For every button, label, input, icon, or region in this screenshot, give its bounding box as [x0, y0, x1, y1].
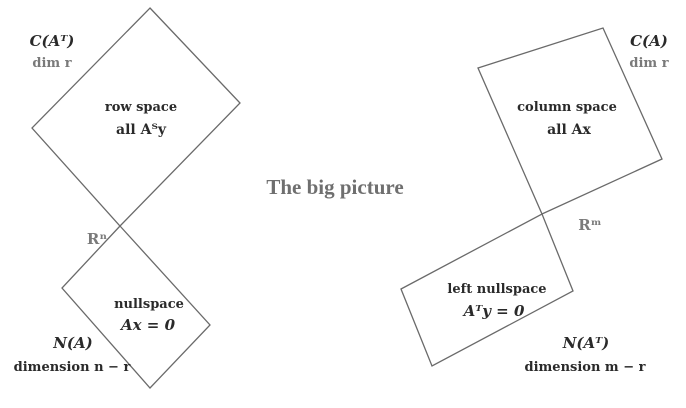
nullspace-dim: dimension n − r: [14, 360, 131, 375]
left-nullspace-square: [400, 213, 574, 367]
left-nullspace-dim: dimension m − r: [525, 360, 646, 375]
left-nullspace-eq: Aᵀy = 0: [462, 302, 525, 320]
row-space-desc: all Aᵀy: [116, 122, 167, 138]
nullspace-name: nullspace: [114, 297, 184, 312]
column-space-dim: dim r: [629, 56, 668, 71]
nullspace-eq: Ax = 0: [119, 316, 176, 334]
row-space-dim: dim r: [32, 56, 71, 71]
rm-label: Rᵐ: [578, 216, 601, 234]
rn-label: Rⁿ: [87, 230, 107, 248]
column-space-name: column space: [517, 100, 617, 115]
column-space-desc: all Ax: [547, 122, 591, 138]
left-nullspace-label: N(Aᵀ): [562, 334, 610, 352]
row-space-name: row space: [105, 100, 177, 115]
nullspace-square: [61, 225, 211, 389]
column-space-square: [477, 27, 663, 215]
nullspace-label: N(A): [52, 334, 93, 352]
row-space-label: C(Aᵀ): [30, 32, 75, 50]
column-space-label: C(A): [630, 32, 668, 50]
diagram-title: The big picture: [266, 175, 403, 199]
left-nullspace-name: left nullspace: [447, 282, 546, 297]
